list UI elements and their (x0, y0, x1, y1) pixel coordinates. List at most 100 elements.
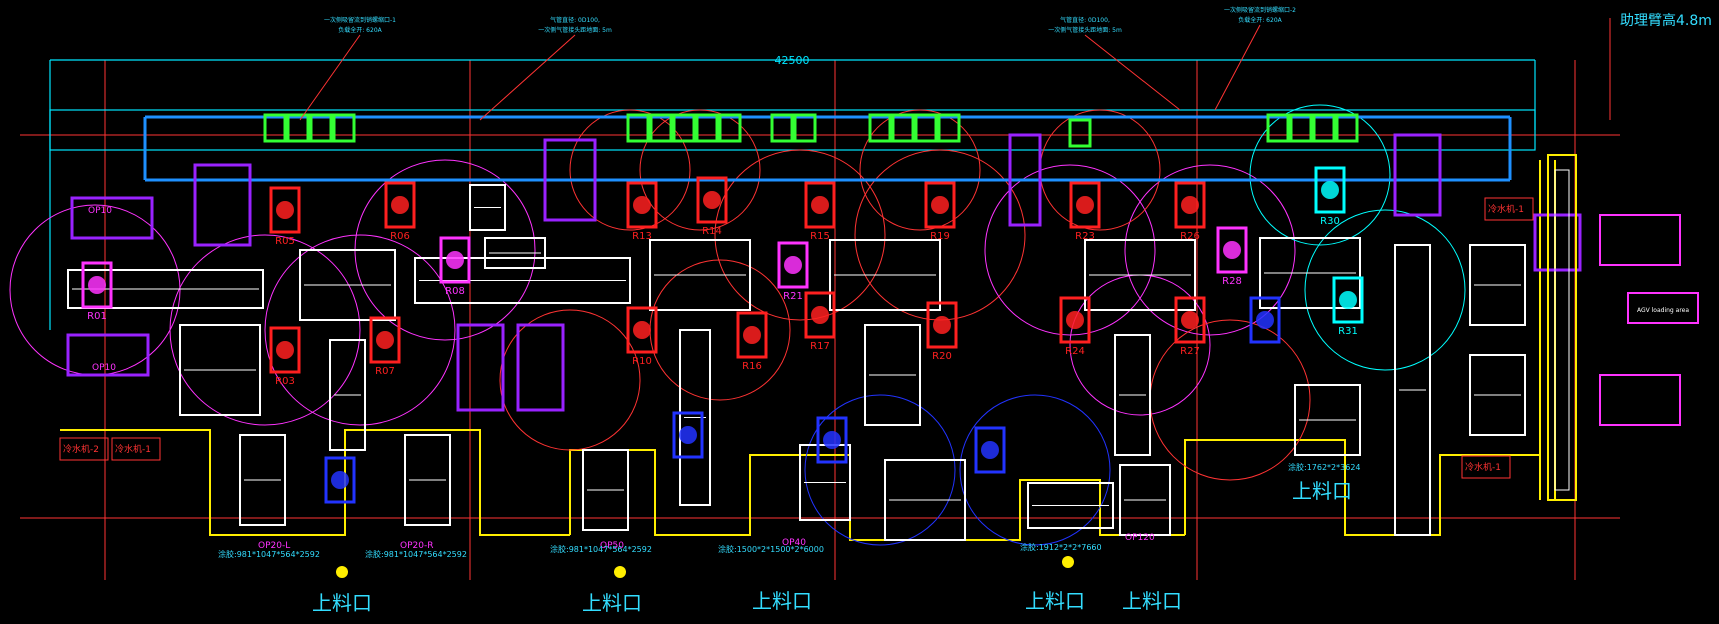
fixture-station (1259, 237, 1361, 309)
op-label: OP10 (88, 206, 112, 216)
robot-label: R10 (632, 356, 652, 367)
op-label: OP40 (782, 538, 806, 548)
fixture-station (884, 459, 966, 541)
buffer-station (193, 163, 252, 247)
robot-label: R24 (1065, 346, 1085, 357)
loading-port-1: 上料口 (312, 591, 372, 615)
op-label: OP20-L (258, 541, 290, 551)
tool-rack (868, 113, 892, 143)
robot-joint (376, 331, 394, 349)
fixture-station (67, 269, 264, 309)
robot-label: R14 (702, 226, 722, 237)
fixture-station (649, 239, 751, 311)
robot-label: R26 (1180, 231, 1200, 242)
robot-label: R07 (375, 366, 395, 377)
robot-joint (743, 326, 761, 344)
robot-body (777, 241, 809, 289)
fixture-station (329, 339, 366, 451)
tool-rack (332, 113, 356, 143)
note-leaders (299, 18, 1611, 121)
robot-label: R08 (445, 286, 465, 297)
robot-body (736, 311, 768, 359)
robot-joint (679, 426, 697, 444)
tool-rack (695, 113, 719, 143)
loading-port-6: 上料口 (1292, 479, 1352, 503)
buffer-station (516, 323, 565, 412)
robot-body (384, 181, 416, 229)
robot-joint (811, 196, 829, 214)
robot-body (1249, 296, 1281, 344)
fixture-station (1027, 482, 1114, 529)
robot-joint (633, 196, 651, 214)
robot-label: R31 (1338, 326, 1358, 337)
spray-dim-5: 涂胶:1912*2*2*7660 (1020, 542, 1102, 552)
fixture-station (1469, 244, 1526, 326)
robot-label: R30 (1320, 216, 1340, 227)
reach-circle (169, 234, 361, 426)
robot-joint (1339, 291, 1357, 309)
fixture-station (864, 324, 921, 426)
reach-circle (499, 309, 641, 451)
tool-rack (793, 113, 817, 143)
tool-rack (649, 113, 673, 143)
reach-circle (859, 109, 981, 231)
loading-port-5: 上料口 (1122, 589, 1182, 613)
chiller-1-label: 冷水机-1 (115, 443, 151, 455)
reach-circle (984, 164, 1156, 336)
note-1-line-1: 一次侧吸留流到销螺缩口-1 (324, 16, 396, 24)
robot-joint (446, 251, 464, 269)
spray-dim-3: 涂胶:981*1047*564*2592 (550, 544, 652, 554)
fixture-station (1294, 384, 1361, 456)
buffer-station (543, 138, 597, 222)
note-3-line-2: 一次侧气管接头距地面: 5m (1048, 26, 1122, 34)
tool-rack (309, 113, 333, 143)
buffer-station (1008, 133, 1042, 227)
spray-dim-2: 涂胶:981*1047*564*2592 (365, 549, 467, 559)
tool-rack (672, 113, 696, 143)
tool-rack (1266, 113, 1290, 143)
loading-port-3: 上料口 (752, 589, 812, 613)
robot-body (1069, 181, 1101, 229)
robot-label: R15 (810, 231, 830, 242)
arm-height-label: 助理臂高4.8m (1620, 12, 1712, 29)
robot-body (369, 316, 401, 364)
tool-rack (891, 113, 915, 143)
tool-rack (263, 113, 287, 143)
reach-circle (804, 394, 956, 546)
robot-body (804, 291, 836, 339)
robot-body (974, 426, 1006, 474)
robot-label: R13 (632, 231, 652, 242)
fixture-station (679, 329, 711, 506)
robot-body (696, 176, 728, 224)
reach-circle (714, 149, 886, 321)
robot-body (1174, 296, 1206, 344)
robot-label: R03 (275, 376, 295, 387)
robot-joint (1181, 311, 1199, 329)
buffer-station (456, 323, 505, 412)
robot-label: R06 (390, 231, 410, 242)
tool-rack (286, 113, 310, 143)
note-1-line-2: 负载全开: 620A (338, 26, 382, 34)
note-2-line-2: 一次侧气管接头距地面: 5m (538, 26, 612, 34)
robot-label: R23 (1075, 231, 1095, 242)
robot-joint (331, 471, 349, 489)
chiller-3-label: 冷水机-1 (1488, 203, 1524, 215)
robot-body (672, 411, 704, 459)
robot-joint (633, 321, 651, 339)
op-label: OP10 (92, 363, 116, 373)
robot-body (1059, 296, 1091, 344)
buffer-station (1393, 133, 1442, 217)
tool-rack (626, 113, 650, 143)
chiller-2-label: 冷水机-2 (63, 443, 99, 455)
top-notes: 一次侧吸留流到销螺缩口-1 负载全开: 620A 气管直径: 0D100, 一次… (324, 6, 1296, 34)
spray-dim-4: 涂胶:1500*2*1500*2*6000 (718, 544, 824, 554)
robot-joint (823, 431, 841, 449)
robot-body (1216, 226, 1248, 274)
robot-body (324, 456, 356, 504)
reach-circle (959, 394, 1111, 546)
robot-joint (276, 341, 294, 359)
robot-label: R01 (87, 311, 107, 322)
tool-rack (1335, 113, 1359, 143)
